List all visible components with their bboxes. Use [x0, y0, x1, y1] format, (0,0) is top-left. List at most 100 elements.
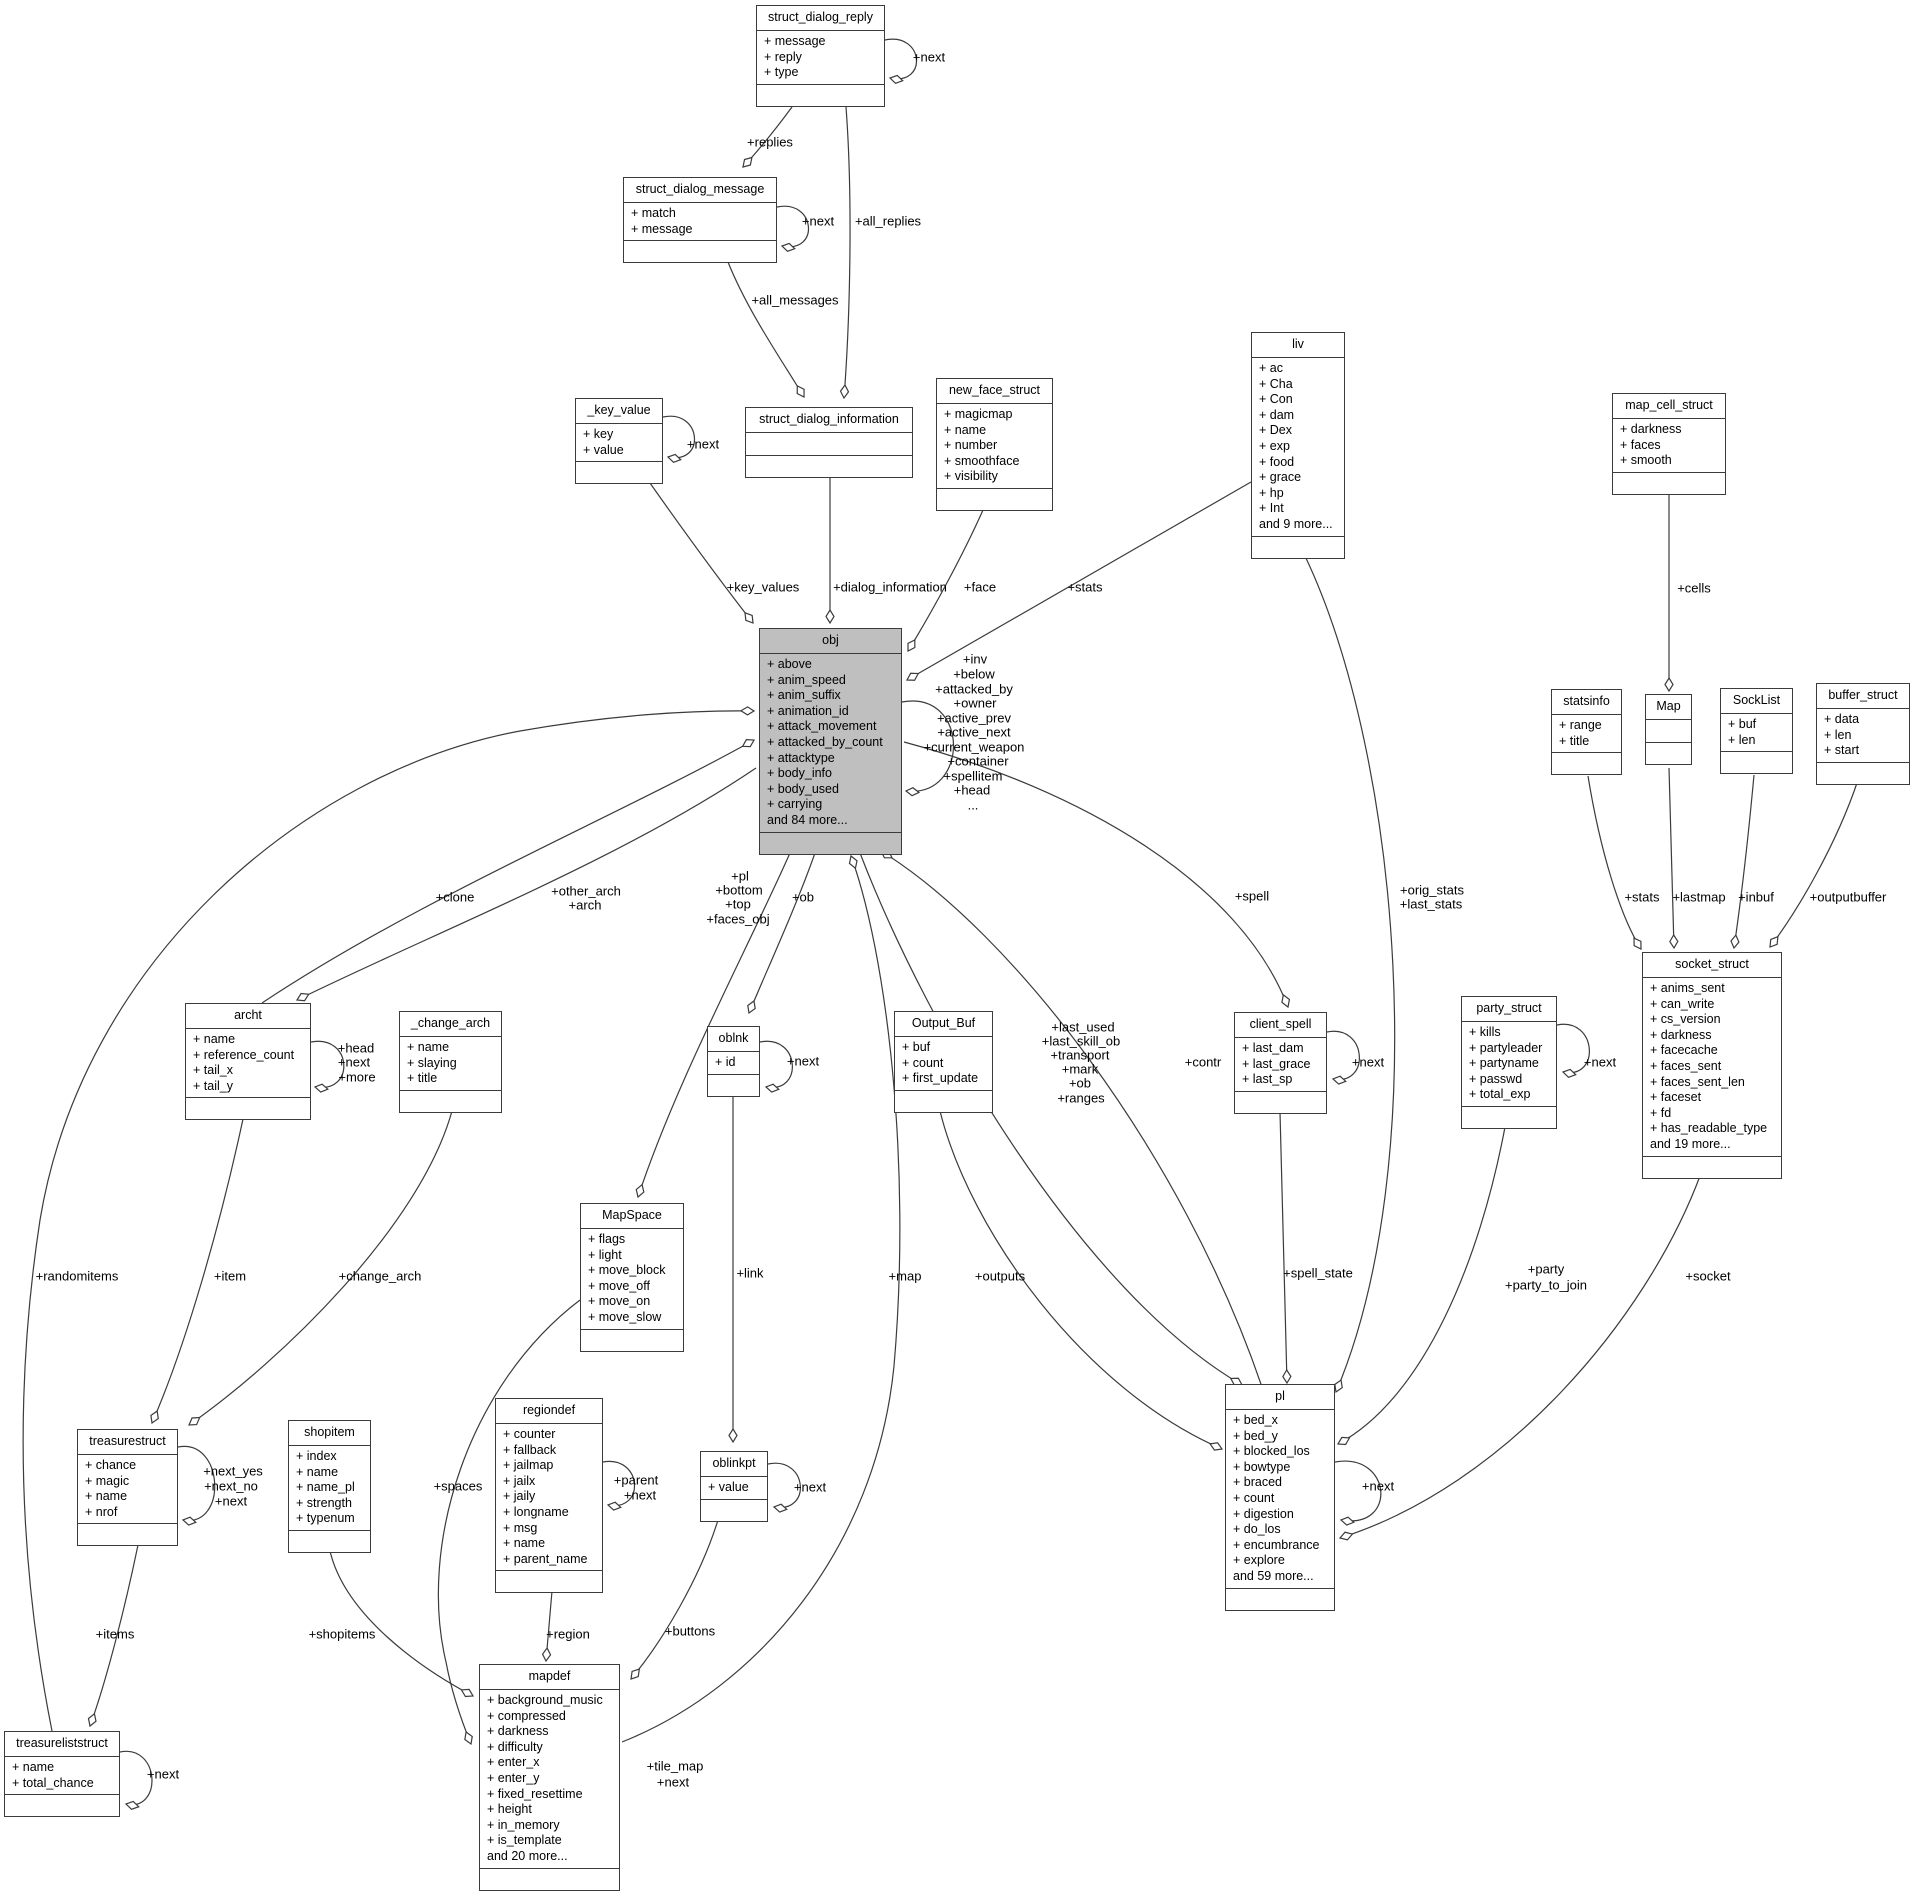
edge-label: +orig_stats	[1400, 882, 1464, 897]
class-attribute: + magicmap	[944, 407, 1013, 421]
class-methods-empty	[5, 1795, 119, 1816]
class-node-buffer_struct[interactable]: buffer_struct+ data+ len+ start	[1816, 683, 1910, 785]
class-methods-empty	[78, 1524, 177, 1545]
edge-label: +clone	[436, 889, 475, 904]
class-node-struct_dialog_message[interactable]: struct_dialog_message+ match+ message	[623, 177, 777, 264]
class-methods-empty	[289, 1531, 370, 1552]
class-attribute: + name	[12, 1760, 55, 1774]
edge-label: +bottom	[715, 882, 762, 897]
class-attribute: + move_slow	[588, 1309, 662, 1324]
edge-label: +below	[953, 666, 995, 681]
class-attribute: + exp	[1259, 438, 1290, 453]
edge-label: +top	[725, 896, 751, 911]
class-node-map_cell_struct[interactable]: map_cell_struct+ darkness+ faces+ smooth	[1612, 393, 1726, 495]
class-attribute: + longname	[503, 1504, 569, 1519]
class-node-obj[interactable]: obj+ above+ anim_speed+ anim_suffix+ ani…	[759, 628, 902, 855]
class-title: shopitem	[289, 1421, 370, 1446]
class-attributes: + id	[708, 1052, 759, 1075]
class-node-statsinfo[interactable]: statsinfo+ range+ title	[1551, 689, 1622, 776]
class-attribute: + title	[407, 1071, 438, 1086]
class-attribute: + value	[708, 1480, 749, 1494]
class-attribute: + visibility	[944, 469, 998, 484]
class-attribute: + attacked_by_count	[767, 734, 883, 749]
class-attribute: + Int	[1259, 501, 1284, 516]
class-node-treasureliststruct[interactable]: treasureliststruct+ name+ total_chance	[4, 1731, 120, 1818]
class-node-SockList[interactable]: SockList+ buf+ len	[1720, 688, 1793, 775]
relation-edge	[329, 1550, 475, 1698]
class-attribute: + passwd	[1469, 1071, 1523, 1086]
class-node-_key_value[interactable]: _key_value+ key+ value	[575, 398, 663, 485]
class-attribute: + body_info	[767, 766, 832, 781]
class-attribute: + first_update	[902, 1071, 979, 1086]
class-attribute: and 9 more...	[1259, 516, 1333, 531]
class-attribute: + Dex	[1259, 423, 1293, 438]
edge-label: +outputs	[975, 1268, 1026, 1283]
class-methods-empty	[496, 1571, 602, 1592]
class-node-mapdef[interactable]: mapdef+ background_music+ compressed+ da…	[479, 1664, 620, 1891]
class-node-new_face_struct[interactable]: new_face_struct+ magicmap+ name+ number+…	[936, 378, 1053, 511]
class-attribute: + index	[296, 1449, 337, 1463]
class-node-socket_struct[interactable]: socket_struct+ anims_sent+ can_write+ cs…	[1642, 952, 1782, 1179]
edge-label: +face	[964, 579, 996, 594]
class-node-struct_dialog_information[interactable]: struct_dialog_information	[745, 407, 913, 478]
class-node-treasurestruct[interactable]: treasurestruct+ chance+ magic+ name+ nro…	[77, 1429, 178, 1547]
class-node-party_struct[interactable]: party_struct+ kills+ partyleader+ partyn…	[1461, 996, 1557, 1129]
class-title: regiondef	[496, 1399, 602, 1424]
class-node-oblnk[interactable]: oblnk+ id	[707, 1026, 760, 1097]
class-attribute: + name	[407, 1040, 450, 1054]
class-node-Output_Buf[interactable]: Output_Buf+ buf+ count+ first_update	[894, 1011, 993, 1113]
edge-label: +items	[96, 1626, 135, 1641]
class-attributes: + message+ reply+ type	[757, 31, 884, 85]
edge-label: +next_no	[204, 1478, 258, 1493]
class-attribute: + facecache	[1650, 1043, 1718, 1058]
class-title: liv	[1252, 333, 1344, 358]
class-attributes: + kills+ partyleader+ partyname+ passwd+…	[1462, 1022, 1556, 1107]
class-attribute: + compressed	[487, 1708, 566, 1723]
edge-label: +spell_state	[1283, 1265, 1353, 1280]
class-node-oblinkpt[interactable]: oblinkpt+ value	[700, 1451, 768, 1522]
class-node-archt[interactable]: archt+ name+ reference_count+ tail_x+ ta…	[185, 1003, 311, 1121]
class-attribute: + do_los	[1233, 1522, 1281, 1537]
class-node-regiondef[interactable]: regiondef+ counter+ fallback+ jailmap+ j…	[495, 1398, 603, 1594]
class-attribute: + jailx	[503, 1473, 536, 1488]
class-node-client_spell[interactable]: client_spell+ last_dam+ last_grace+ last…	[1234, 1012, 1327, 1114]
class-attribute: + typenum	[296, 1511, 355, 1526]
class-node-shopitem[interactable]: shopitem+ index+ name+ name_pl+ strength…	[288, 1420, 371, 1553]
class-attribute: + digestion	[1233, 1506, 1294, 1521]
edge-label: +head	[338, 1040, 375, 1055]
class-attribute: + tail_x	[193, 1063, 233, 1078]
class-attribute: + anims_sent	[1650, 981, 1725, 995]
class-attribute: + attack_movement	[767, 719, 877, 734]
class-node-struct_dialog_reply[interactable]: struct_dialog_reply+ message+ reply+ typ…	[756, 5, 885, 107]
class-node-MapSpace[interactable]: MapSpace+ flags+ light+ move_block+ move…	[580, 1203, 684, 1352]
class-node-_change_arch[interactable]: _change_arch+ name+ slaying+ title	[399, 1011, 502, 1113]
edge-label: +transport	[1051, 1047, 1110, 1062]
relation-edge	[261, 739, 756, 1004]
class-methods-empty	[701, 1500, 767, 1521]
class-attributes: + match+ message	[624, 203, 776, 242]
class-attribute: + name_pl	[296, 1480, 355, 1495]
relation-edge	[1668, 767, 1679, 950]
class-attribute: + name	[85, 1489, 128, 1504]
edge-label: +all_replies	[855, 213, 922, 228]
class-methods-empty	[1462, 1107, 1556, 1128]
relation-edge	[1730, 774, 1755, 950]
class-attribute: + flags	[588, 1232, 626, 1246]
class-attribute: + reply	[764, 49, 802, 64]
class-attribute: + type	[764, 65, 799, 80]
class-attribute: + name	[503, 1536, 546, 1551]
class-node-pl[interactable]: pl+ bed_x+ bed_y+ blocked_los+ bowtype+ …	[1225, 1384, 1335, 1611]
edge-label: +next	[1362, 1478, 1395, 1493]
relation-edge	[759, 1040, 793, 1093]
edge-label: +next	[802, 213, 835, 228]
relation-edge	[906, 481, 1252, 681]
edge-label: +attacked_by	[935, 681, 1013, 696]
class-attribute: + jaily	[503, 1489, 536, 1504]
class-node-Map[interactable]: Map	[1645, 694, 1692, 765]
class-node-liv[interactable]: liv+ ac+ Cha+ Con+ dam+ Dex+ exp+ food+ …	[1251, 332, 1345, 559]
class-attribute: + partyname	[1469, 1056, 1539, 1071]
class-attribute: + name	[296, 1464, 339, 1479]
class-attribute: + faces	[1620, 437, 1661, 452]
class-attribute: + encumbrance	[1233, 1537, 1320, 1552]
edge-label: +shopitems	[309, 1626, 376, 1641]
